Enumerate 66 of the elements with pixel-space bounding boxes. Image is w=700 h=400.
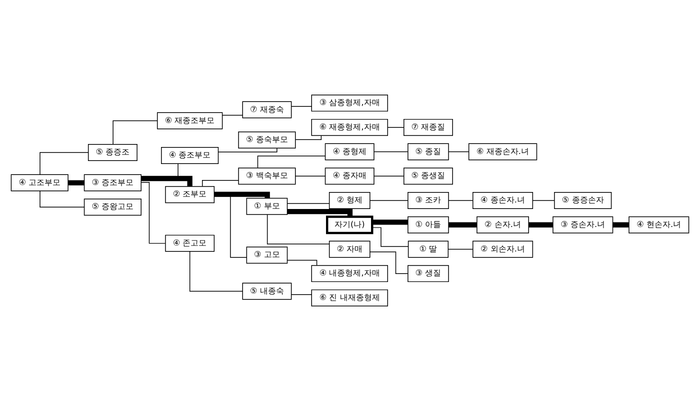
node-box: ① 부모 bbox=[246, 197, 288, 214]
connector bbox=[189, 250, 243, 292]
connector bbox=[112, 120, 158, 144]
connector bbox=[612, 222, 629, 227]
connector bbox=[141, 175, 192, 186]
node-box: ④ 종조부모 bbox=[161, 146, 219, 164]
node-box: ⑤ 내종숙 bbox=[242, 282, 292, 300]
node-box: ⑤ 증왕고모 bbox=[84, 198, 142, 216]
node-box: ③ 삼종형제,자매 bbox=[311, 94, 388, 112]
node-box: ③ 생질 bbox=[408, 264, 449, 282]
node-box: ⑤ 종숙부모 bbox=[238, 130, 296, 148]
connector bbox=[214, 195, 247, 258]
node-box: ④ 내종형제,자매 bbox=[311, 264, 388, 282]
connector bbox=[528, 222, 553, 227]
node-box: ⑤ 종생질 bbox=[404, 167, 453, 184]
connector bbox=[387, 126, 404, 128]
connector bbox=[372, 219, 408, 224]
node-box: ③ 백숙부모 bbox=[238, 167, 296, 184]
connector bbox=[140, 181, 166, 244]
connector bbox=[68, 180, 84, 185]
node-box: ① 딸 bbox=[408, 240, 449, 258]
connector bbox=[374, 150, 408, 152]
connector bbox=[287, 202, 330, 204]
connector bbox=[374, 175, 404, 176]
connector bbox=[287, 208, 353, 216]
connector bbox=[448, 248, 474, 250]
connector bbox=[372, 226, 409, 246]
node-box: ⑤ 종질 bbox=[408, 142, 449, 160]
connector bbox=[266, 214, 330, 244]
node-box: ③ 증손자.녀 bbox=[552, 216, 614, 233]
node-box: ② 조부모 bbox=[165, 186, 215, 203]
connector bbox=[222, 114, 243, 116]
connector bbox=[257, 155, 326, 168]
node-box: ④ 종자매 bbox=[324, 167, 374, 184]
node-box: ② 외손자.녀 bbox=[472, 240, 534, 258]
connector bbox=[40, 190, 85, 208]
node-box: 자기(나) bbox=[326, 215, 374, 234]
node-box: ④ 존고모 bbox=[165, 234, 215, 252]
node-box: ④ 고조부모 bbox=[10, 174, 68, 191]
node-box: ② 자매 bbox=[328, 240, 370, 258]
connector bbox=[40, 152, 89, 174]
node-box: ⑤ 종증조 bbox=[88, 144, 138, 161]
node-box: ⑤ 종증손자 bbox=[554, 192, 612, 208]
connector bbox=[448, 222, 477, 227]
node-box: ③ 고모 bbox=[246, 246, 288, 264]
node-box: ⑥ 재종손자.녀 bbox=[468, 142, 538, 160]
node-box: ⑦ 재종숙 bbox=[242, 100, 292, 118]
node-box: ⑥ 진 내재종형제 bbox=[311, 288, 388, 306]
node-box: ③ 증조부모 bbox=[84, 174, 142, 191]
connector bbox=[295, 134, 322, 140]
node-box: ⑥ 재종형제,자매 bbox=[311, 118, 388, 136]
node-box: ① 아들 bbox=[408, 216, 449, 233]
connector bbox=[295, 175, 326, 176]
node-box: ④ 현손자.녀 bbox=[628, 216, 690, 233]
connector bbox=[448, 150, 470, 152]
node-box: ② 손자.녀 bbox=[476, 216, 529, 233]
node-box: ④ 종손자.녀 bbox=[472, 192, 534, 208]
connector bbox=[287, 259, 318, 266]
connector bbox=[218, 147, 278, 152]
node-box: ③ 조카 bbox=[408, 192, 449, 208]
node-box: ② 형제 bbox=[328, 192, 370, 208]
connector bbox=[214, 191, 270, 198]
node-box: ⑦ 재종질 bbox=[404, 118, 453, 136]
node-box: ⑥ 재종조부모 bbox=[156, 112, 223, 129]
node-box: ④ 종형제 bbox=[324, 142, 374, 160]
connector bbox=[202, 180, 239, 186]
